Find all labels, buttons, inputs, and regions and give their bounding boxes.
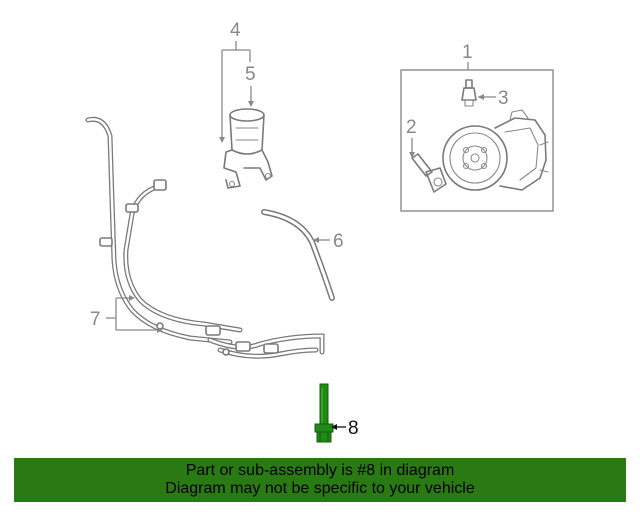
reservoir-drawing	[223, 108, 273, 189]
callout-3-arrow	[478, 94, 484, 100]
power-steering-pump-drawing	[442, 109, 549, 191]
callout-5: 5	[245, 64, 256, 85]
callout-8-arrow	[331, 424, 337, 430]
callout-6: 6	[333, 231, 344, 252]
banner-line-1: Part or sub-assembly is #8 in diagram	[185, 462, 455, 479]
pump-assembly-box	[400, 69, 554, 212]
parts-diagram: 1 3	[85, 20, 554, 443]
callout-7-arrow-upper	[129, 295, 135, 301]
callout-3: 3	[498, 88, 509, 109]
banner-line-2: Diagram may not be specific to your vehi…	[165, 480, 475, 497]
callout-6-arrow	[313, 237, 319, 243]
callout-4-arrow	[219, 137, 225, 143]
callout-7-leader	[106, 297, 160, 331]
bolt-drawing	[314, 383, 334, 443]
reservoir-group[interactable]: 4 5	[219, 20, 273, 189]
callout-5-arrow	[248, 101, 254, 107]
callout-7-arrow-lower	[157, 327, 163, 333]
callout-4: 4	[230, 20, 241, 41]
sensor-drawing	[411, 153, 447, 193]
pump-assembly-group[interactable]: 1 3	[400, 42, 554, 212]
callout-2: 2	[406, 117, 417, 138]
callout-1: 1	[462, 42, 473, 63]
return-hose-group[interactable]: 6	[261, 209, 344, 301]
callout-8: 8	[348, 418, 359, 439]
callout-4-leader	[221, 41, 250, 140]
bolt-group[interactable]: 8	[314, 383, 359, 443]
pressure-lines-drawing	[85, 116, 325, 359]
return-hose-fill	[262, 210, 334, 300]
part-info-banner: Part or sub-assembly is #8 in diagram Di…	[14, 458, 626, 502]
pressure-line-group[interactable]: 7	[85, 116, 325, 359]
pressure-fitting-drawing	[461, 79, 477, 107]
callout-7: 7	[90, 309, 101, 330]
callout-2-arrow	[409, 152, 415, 158]
